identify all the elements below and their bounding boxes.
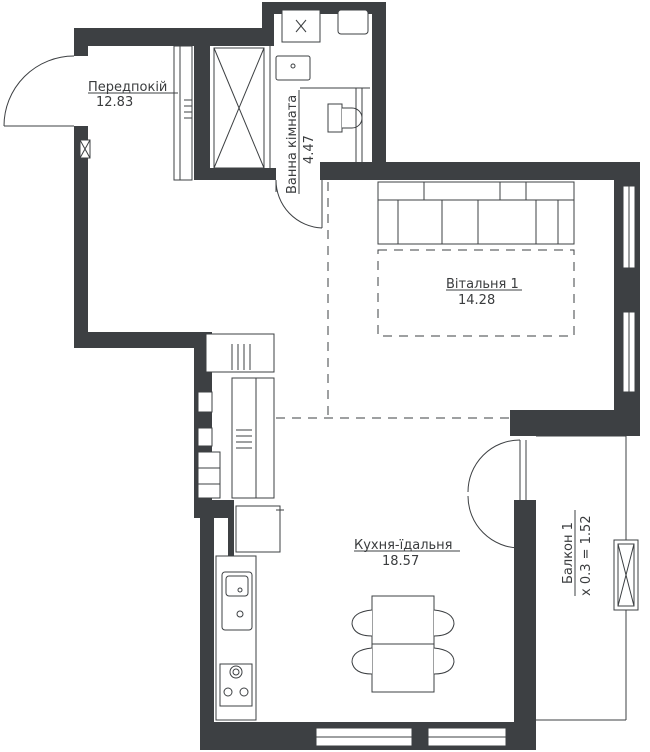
zone-lines [276,182,575,419]
living-area: 14.28 [458,293,495,308]
kitchen-name: Кухня-їдальня [354,538,452,553]
hall-name: Передпокій [88,80,167,95]
sofa [377,181,575,245]
bath-area: 4.47 [302,135,317,164]
living-name: Вітальня 1 [446,277,519,292]
doors [3,55,527,549]
bathroom-fixtures [213,9,370,169]
bath-name: Ванна кімната [285,95,300,194]
balcony-name: Балкон 1 [561,522,576,584]
hall-wardrobe [79,45,193,181]
windows [197,185,636,747]
kitchen-area: 18.57 [382,554,419,569]
hall-area: 12.83 [96,95,133,110]
kitchen-units [197,333,284,721]
balcony [536,435,639,721]
balcony-area: x 0.3 = 1.52 [579,515,594,596]
dining-set [351,595,455,693]
